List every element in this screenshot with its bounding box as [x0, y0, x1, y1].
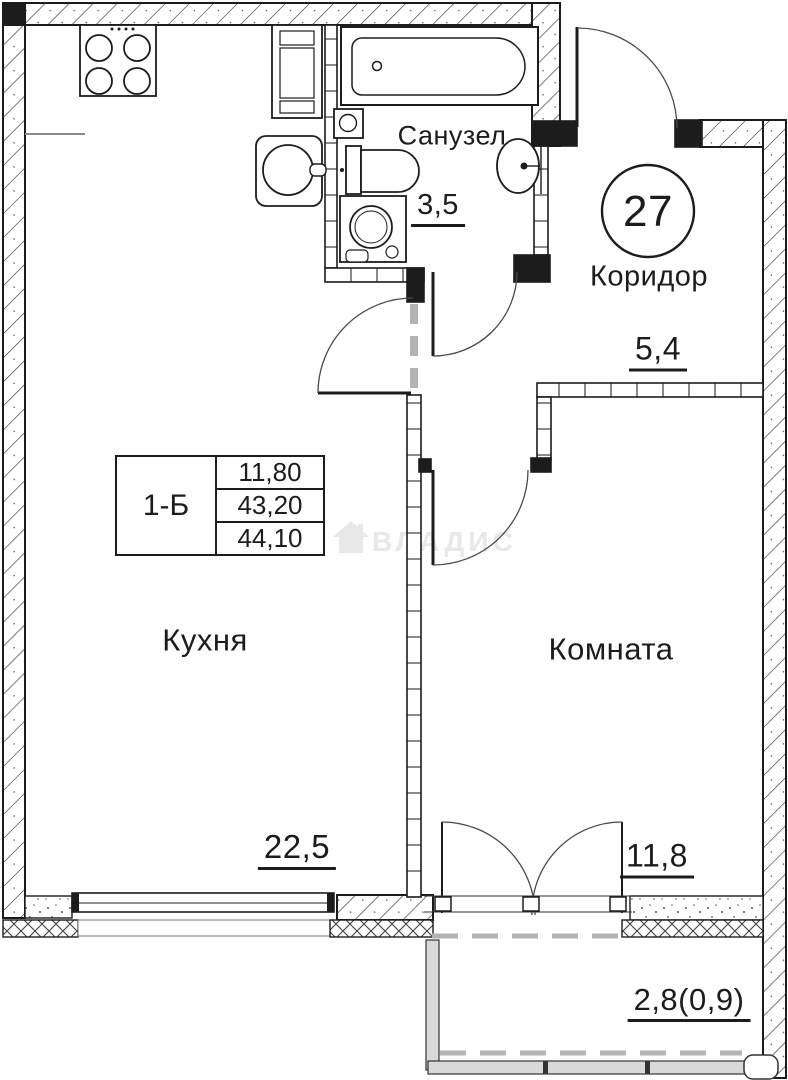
balcony-door-swing-left [441, 821, 536, 916]
room-door-swing [432, 469, 529, 566]
room-label-bathroom: Санузел [397, 120, 507, 151]
balcony-corner-post [743, 1054, 779, 1080]
balcony-railing [427, 1060, 759, 1075]
unit-areas-column: 11,80 43,20 44,10 [217, 457, 323, 554]
unit-area-row: 11,80 [238, 457, 302, 487]
kitchen-cabinet [271, 24, 323, 119]
washing-machine [339, 195, 407, 263]
unit-area-row: 44,10 [217, 521, 323, 554]
balcony-door-swing-right [531, 821, 623, 916]
bathtub [340, 26, 539, 106]
apartment-number-circle [600, 163, 696, 259]
room-label-kitchen: Кухня [162, 622, 248, 658]
house-icon [333, 521, 369, 553]
balcony [425, 933, 779, 1080]
balcony-door-threshold [424, 895, 632, 913]
toilet [340, 145, 420, 195]
wall-face-bands [2, 919, 764, 938]
bathroom-door-swing [432, 271, 518, 357]
wall-boiler [333, 108, 364, 139]
kitchen-sink [255, 135, 327, 207]
interior-walls [324, 24, 764, 898]
doors [317, 27, 678, 916]
bathroom-sink [496, 138, 542, 194]
apartment-number: 27 [623, 187, 673, 236]
unit-area-row: 43,20 [217, 488, 323, 521]
room-area-living-room: 11,8 [620, 840, 694, 879]
entrance-door-swing [576, 27, 678, 129]
watermark: ВЛАДИС [333, 521, 517, 557]
room-label-corridor: Коридор [589, 260, 709, 293]
balcony-side-wall [425, 939, 440, 1071]
room-label-living-room: Комната [548, 631, 674, 667]
unit-type-label: 1-Б [117, 457, 217, 554]
kitchen-door-swing [317, 297, 414, 394]
room-area-balcony: 2,8(0,9) [627, 984, 751, 1022]
room-area-corridor: 5,4 [629, 333, 687, 372]
watermark-text: ВЛАДИС [372, 526, 517, 557]
room-area-kitchen: 22,5 [257, 830, 337, 870]
room-area-bathroom: 3,5 [411, 191, 465, 227]
stove [79, 24, 157, 97]
unit-info-table: 1-Б 11,80 43,20 44,10 [115, 455, 325, 556]
kitchen-window [71, 892, 335, 913]
